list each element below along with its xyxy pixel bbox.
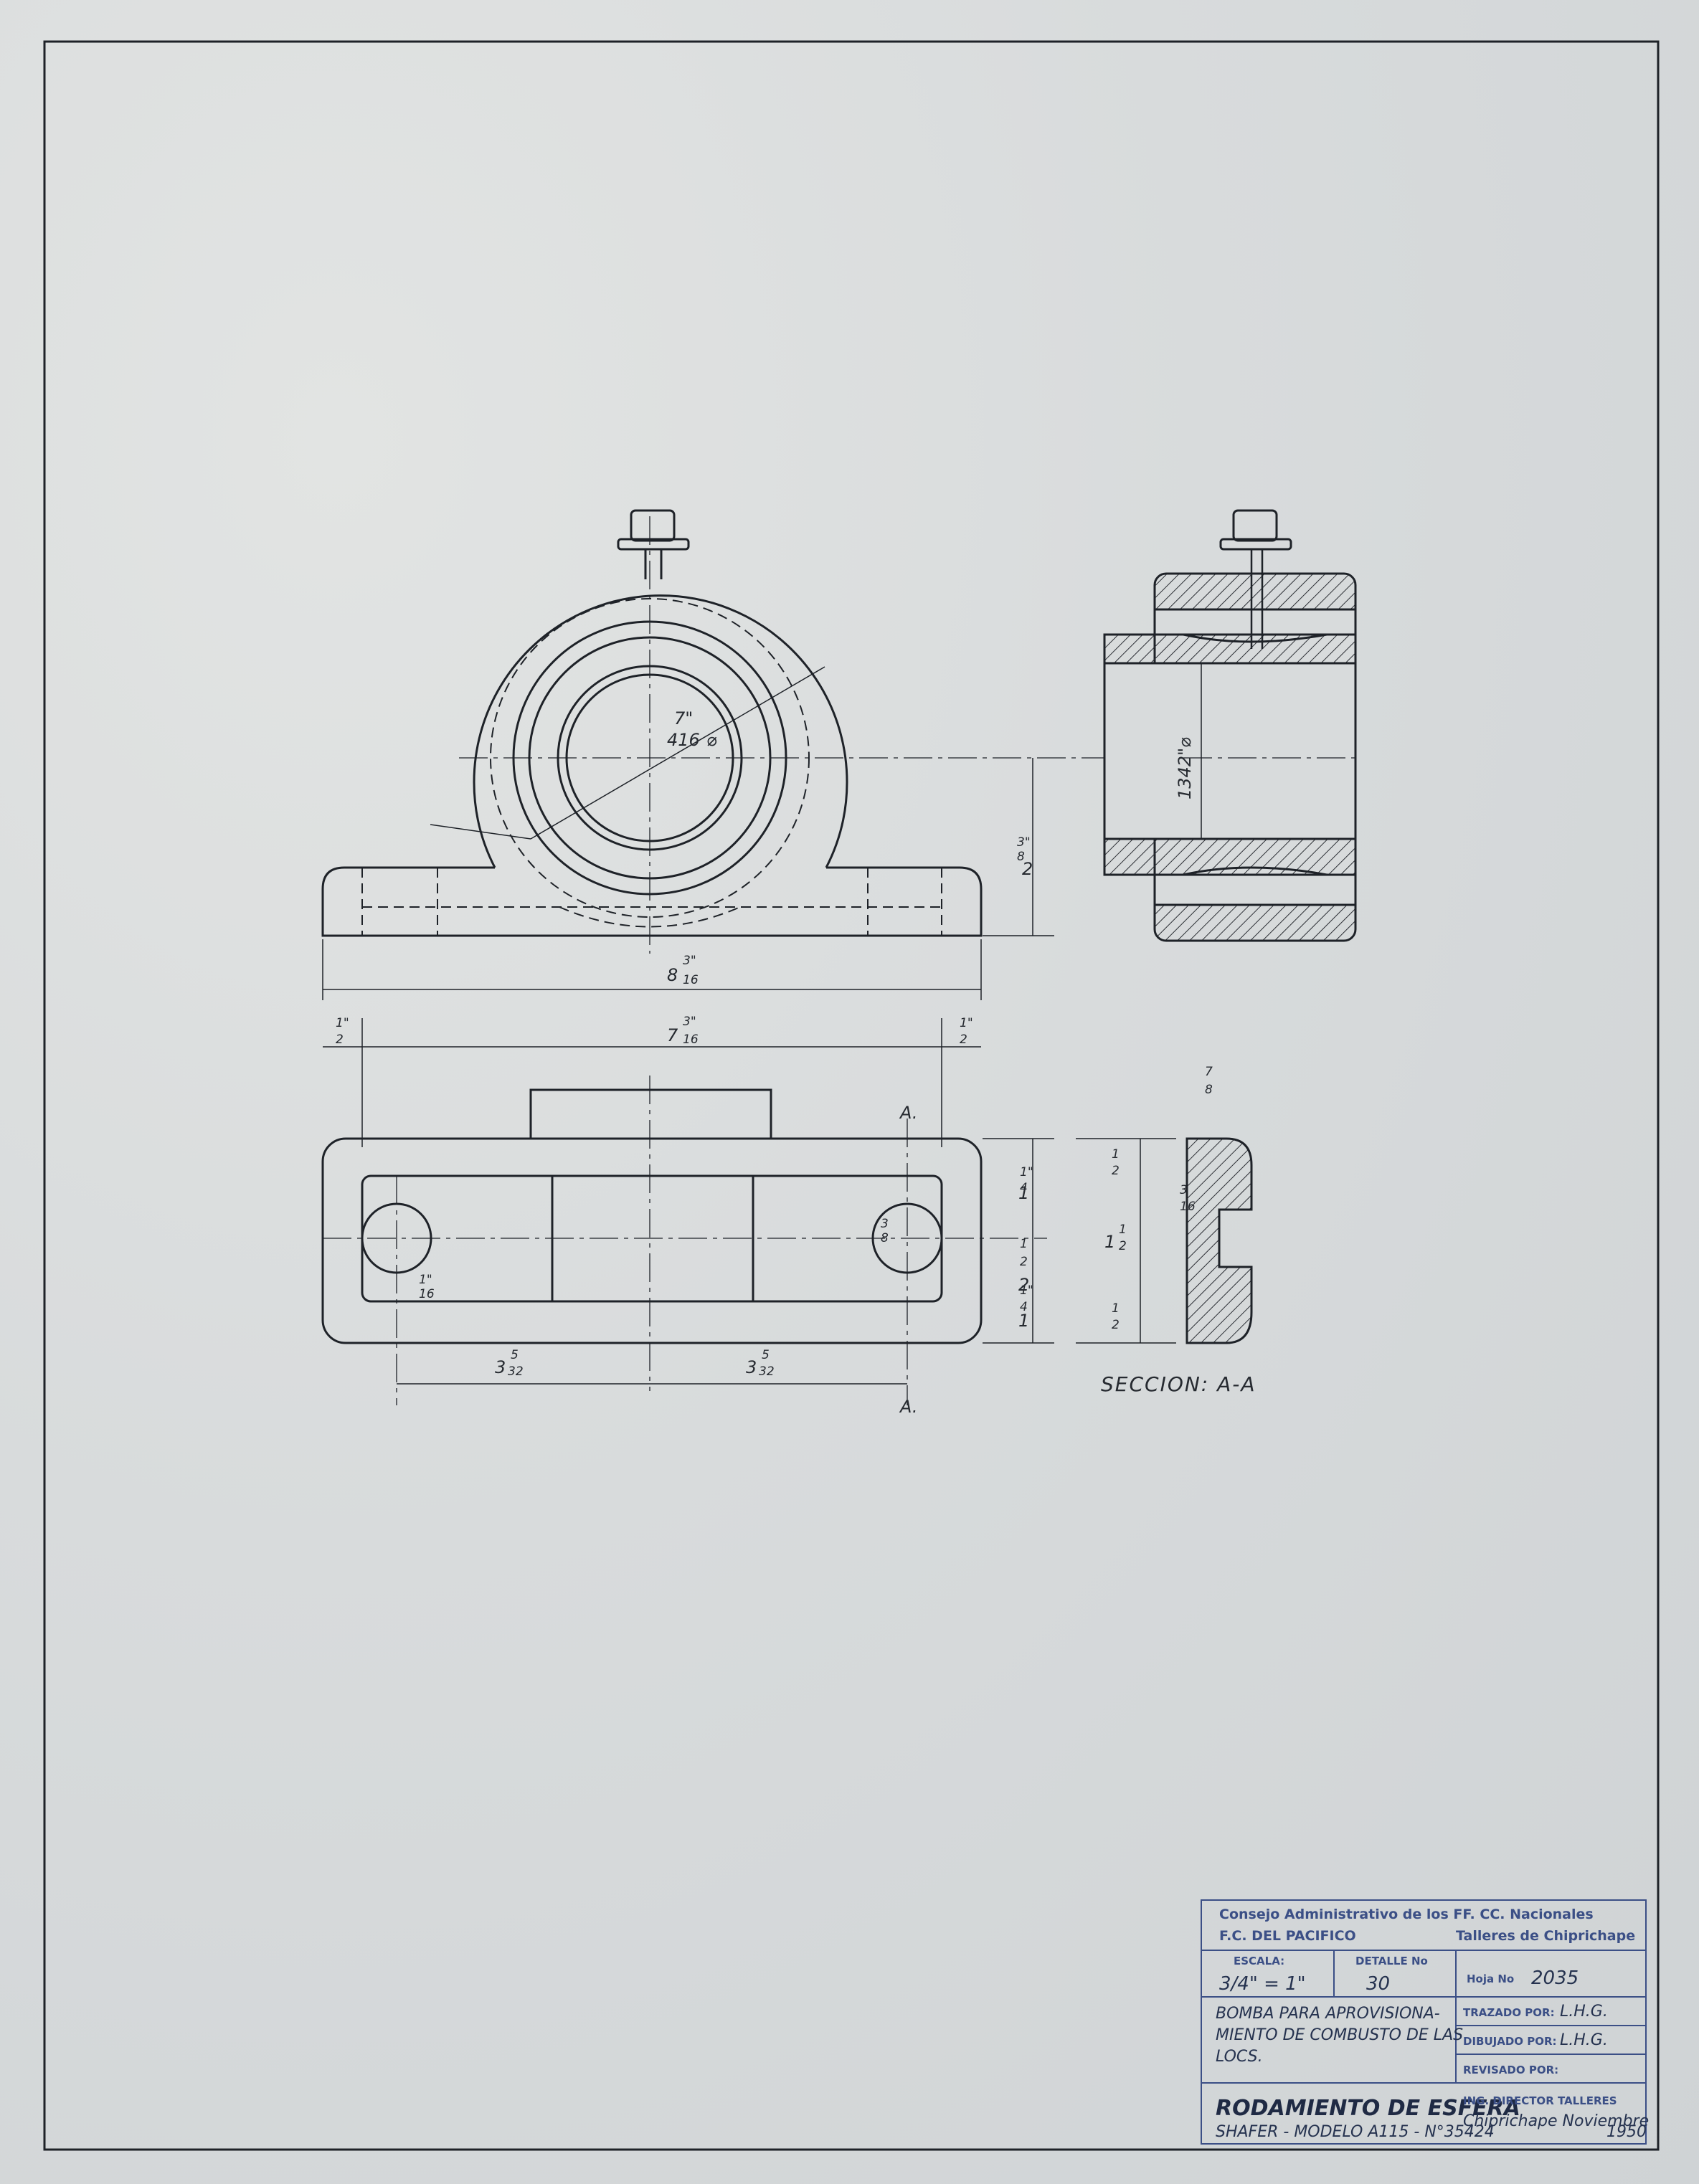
base-upper-whole: 1 xyxy=(1018,1183,1029,1203)
plan-view xyxy=(321,1076,1047,1405)
org-line2-left: F.C. DEL PACIFICO xyxy=(1219,1928,1356,1944)
front-view-dimensions: 7" 416 ⌀ 2 3" 8 8 3" 16 7 3" 16 1" 2 1" … xyxy=(336,708,1033,1047)
bore-dia-num: 7" xyxy=(674,708,693,728)
slot-half-left-den: 32 xyxy=(508,1364,524,1379)
sec-b-den: 2 xyxy=(1119,1239,1127,1253)
detalle-label: DETALLE No xyxy=(1355,1955,1428,1967)
base-upper-num: 1" xyxy=(1020,1165,1033,1179)
sec-a-den: 2 xyxy=(1112,1164,1120,1178)
description-line3: LOCS. xyxy=(1216,2048,1263,2066)
slot-half-right-whole: 3 xyxy=(746,1357,757,1377)
year: 1950 xyxy=(1606,2123,1647,2141)
base-width-whole: 2 xyxy=(1018,1275,1029,1295)
slot-half-left-num: 5 xyxy=(511,1348,519,1362)
bore-dia-sym: ⌀ xyxy=(706,730,717,750)
bore-dia-den: 416 xyxy=(667,730,700,750)
org-line1: Consejo Administrativo de los FF. CC. Na… xyxy=(1219,1907,1594,1922)
base-lower-whole: 1 xyxy=(1018,1311,1029,1331)
edge-left-num: 1" xyxy=(336,1016,349,1030)
housing-base xyxy=(321,866,983,937)
revisado-label: REVISADO POR: xyxy=(1463,2064,1558,2076)
bolt-span-whole: 7 xyxy=(667,1025,678,1045)
part-title: RODAMIENTO DE ESFERA xyxy=(1216,2096,1520,2121)
grease-nipple-flange xyxy=(617,538,690,551)
part-subtitle: SHAFER - MODELO A115 - N°35424 xyxy=(1216,2123,1495,2141)
dibujado-label: DIBUJADO POR: xyxy=(1463,2035,1557,2048)
detalle-value: 30 xyxy=(1366,1973,1390,1995)
base-upper-den: 4 xyxy=(1020,1181,1028,1195)
hole-r-num: 3 xyxy=(881,1217,889,1231)
section-top-width-num: 7 xyxy=(1205,1065,1213,1079)
sec-b-num: 1 xyxy=(1119,1222,1127,1237)
plan-view-dimensions: A. A. 3 5 32 3 5 32 1" 16 3 8 2 1 2 1 1"… xyxy=(419,1065,1213,1417)
edge-right-den: 2 xyxy=(960,1032,967,1047)
grease-nipple-cap xyxy=(630,509,676,542)
side-section-view xyxy=(1103,509,1357,942)
overall-length-num: 3" xyxy=(683,954,696,968)
slot-half-right-num: 5 xyxy=(762,1348,770,1362)
description-line2: MIENTO DE COMBUSTO DE LAS xyxy=(1216,2026,1463,2044)
edge-left-den: 2 xyxy=(336,1032,344,1047)
escala-label: ESCALA: xyxy=(1234,1955,1284,1967)
org-line2-right: Talleres de Chiprichape xyxy=(1456,1928,1635,1944)
sec-c-den: 2 xyxy=(1112,1318,1120,1332)
slot-half-left-whole: 3 xyxy=(495,1357,506,1377)
base-lower-den: 4 xyxy=(1020,1300,1028,1314)
place-date: Chiprichape Noviembre xyxy=(1463,2112,1649,2130)
section-mark-bottom: A. xyxy=(899,1397,918,1417)
trazado-label: TRAZADO POR: xyxy=(1463,2006,1555,2019)
sec-a-num: 1 xyxy=(1112,1147,1120,1162)
trazado-value: L.H.G. xyxy=(1560,2003,1608,2021)
title-block xyxy=(1201,1899,1647,2145)
base-lower-num: 1" xyxy=(1020,1283,1033,1298)
section-dia: 1342"⌀ xyxy=(1175,737,1195,799)
section-top-width-den: 8 xyxy=(1205,1083,1213,1097)
slot-width-den: 16 xyxy=(419,1287,435,1301)
section-mark-top: A. xyxy=(899,1103,918,1123)
dibujado-value: L.H.G. xyxy=(1560,2031,1608,2049)
director-label: ING. DIRECTOR TALLERES xyxy=(1463,2094,1617,2107)
base-width-den: 2 xyxy=(1020,1255,1028,1269)
overall-length-den: 16 xyxy=(683,973,699,987)
hole-r-den: 8 xyxy=(881,1231,889,1245)
sec-d-num: 3 xyxy=(1180,1183,1188,1197)
title-block-text: Consejo Administrativo de los FF. CC. Na… xyxy=(1216,1907,1649,2141)
section-a-a xyxy=(1185,1137,1253,1344)
hoja-value: 2035 xyxy=(1531,1967,1579,1989)
center-height-den: 8 xyxy=(1017,850,1025,864)
front-view xyxy=(321,509,1147,954)
center-height-whole: 2 xyxy=(1022,859,1033,879)
base-width-num: 1 xyxy=(1020,1237,1028,1251)
center-height-num: 3" xyxy=(1017,835,1031,850)
bolt-span-num: 3" xyxy=(683,1015,696,1029)
overall-length-whole: 8 xyxy=(667,965,678,985)
sec-b-whole: 1 xyxy=(1104,1232,1115,1252)
section-label: SECCION: A-A xyxy=(1101,1372,1256,1396)
hoja-label: Hoja No xyxy=(1467,1972,1514,1985)
edge-right-num: 1" xyxy=(960,1016,973,1030)
sec-c-num: 1 xyxy=(1112,1301,1120,1316)
sheet-border xyxy=(43,40,1660,2151)
description-line1: BOMBA PARA APROVISIONA- xyxy=(1216,2005,1440,2023)
housing-arc xyxy=(473,594,848,868)
escala-value: 3/4" = 1" xyxy=(1219,1973,1306,1995)
bolt-span-den: 16 xyxy=(683,1032,699,1047)
slot-width-num: 1" xyxy=(419,1273,432,1287)
slot-half-right-den: 32 xyxy=(759,1364,775,1379)
